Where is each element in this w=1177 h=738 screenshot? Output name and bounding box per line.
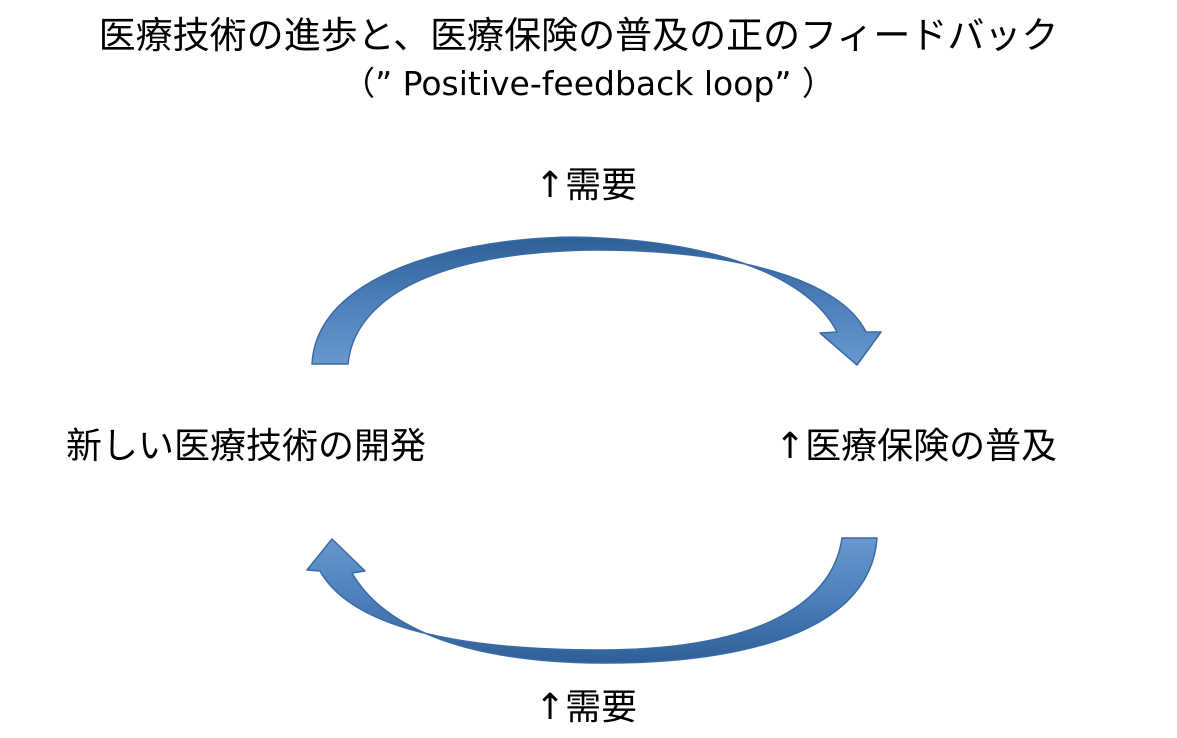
bottom-curved-arrow [306, 537, 878, 664]
top-arrow-label: ↑需要 [535, 165, 638, 206]
bottom-arrow-label: ↑需要 [535, 687, 638, 728]
top-curved-arrow [311, 236, 882, 366]
diagram-title: 医療技術の進歩と、医療保険の普及の正のフィードバック [98, 14, 1059, 57]
diagram-subtitle: （” Positive-feedback loop” ） [342, 64, 835, 103]
node-insurance-spread: ↑医療保険の普及 [775, 426, 1058, 467]
node-new-medical-technology: 新しい医療技術の開発 [66, 426, 427, 467]
